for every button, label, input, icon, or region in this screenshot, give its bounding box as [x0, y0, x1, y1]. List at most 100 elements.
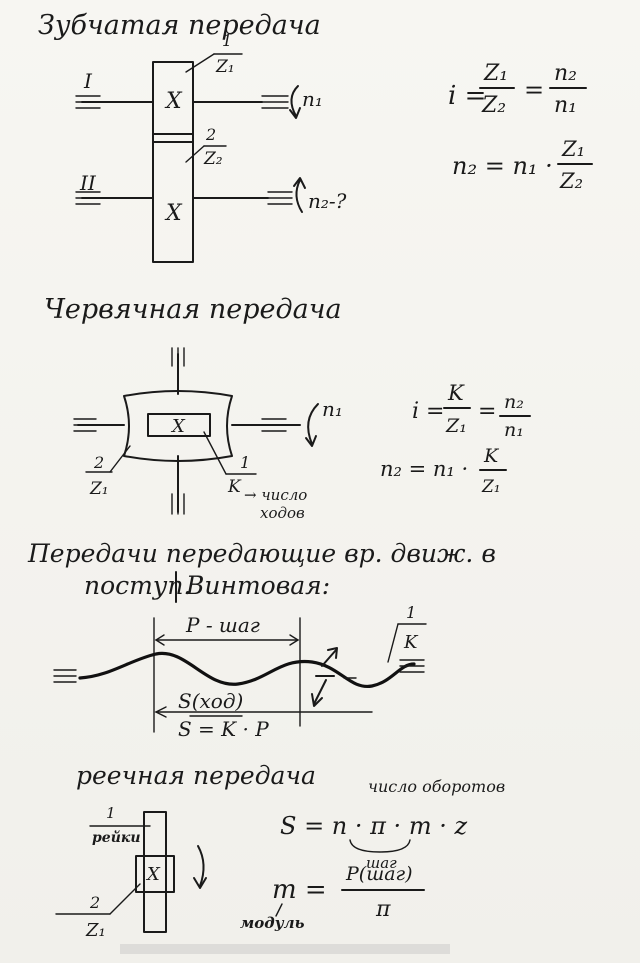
gear2-number: 2 [205, 125, 216, 144]
worm-k-note-2: ходов [260, 504, 305, 522]
nut-arrow-down [313, 679, 327, 705]
gear-section: Зубчатая передача X X I n₁ II n₂-? [38, 10, 593, 263]
pitch-label: P - шаг [185, 613, 260, 637]
worm-section: Червячная передача X n₁ 2 Z₁ [44, 294, 531, 522]
gear1-cross: X [164, 89, 183, 114]
worm-screw [147, 413, 211, 437]
shaft1-label: I [83, 69, 93, 93]
rack-section: реечная передача число оборотов S = n · … [55, 761, 505, 941]
worm-k-note-1: → число [244, 486, 307, 504]
n2-label: n₂-? [308, 189, 347, 213]
gear-title: Зубчатая передача [38, 10, 321, 41]
worm-n1-arrow-head [305, 435, 317, 447]
screw-heading-2b: Винтовая: [185, 571, 330, 600]
rack-number: 1 [106, 804, 116, 822]
screw-number: 1 [406, 603, 416, 622]
worm-k-label: K [227, 477, 242, 497]
worm-vbearing-bottom [171, 493, 185, 515]
svg-text:K: K [483, 445, 500, 467]
rack-step-brace [349, 839, 411, 853]
svg-text:n₂ = n₁ ·: n₂ = n₁ · [380, 457, 468, 481]
svg-text:n₂: n₂ [504, 391, 524, 413]
worm-speed-formula: n₂ = n₁ · K Z₁ [380, 445, 507, 497]
screw-bearing-left [53, 669, 77, 683]
nut-arrow-up [321, 649, 337, 667]
gear-body [152, 61, 194, 263]
rack-rotation-arrow-head [193, 877, 207, 889]
worm-wheel-housing [123, 390, 233, 462]
svg-text:Z₁: Z₁ [483, 61, 508, 86]
stroke-arrow-left [154, 706, 167, 718]
screw-heading-2a: поступ. [84, 571, 191, 600]
worm-vbearing-top [171, 347, 185, 367]
nut-arrow-up-head [327, 647, 338, 659]
shaft1-bearing-right [261, 95, 289, 109]
svg-text:i =: i = [448, 81, 486, 111]
module-note: модуль [240, 914, 305, 932]
rack-title: реечная передача [76, 761, 316, 790]
rack-turns-note: число оборотов [368, 777, 505, 796]
svg-text:n₁: n₁ [554, 93, 577, 118]
n1-label: n₁ [302, 87, 323, 111]
screw-bearing-right [399, 659, 425, 673]
svg-text:n₂: n₂ [554, 61, 577, 86]
worm-gear-leader [109, 445, 131, 473]
worm-gear-number: 2 [93, 453, 104, 472]
worm-cross: X [170, 416, 186, 437]
shaft2-label: II [79, 171, 97, 195]
worm-hbearing-right [261, 418, 287, 432]
pinion-number: 2 [89, 893, 100, 912]
module-note-arrow [275, 903, 283, 917]
nut-arrow-down-head [311, 693, 323, 707]
worm-ratio-formula: i = K Z₁ = n₂ n₁ [412, 381, 531, 441]
svg-text:n₁: n₁ [504, 419, 524, 441]
svg-text:Z₁: Z₁ [561, 137, 585, 161]
svg-text:Z₂: Z₂ [559, 169, 583, 193]
gear-speed-formula: n₂ = n₁ · Z₁ Z₂ [452, 137, 593, 193]
screw-formula: S = K · P [178, 717, 269, 741]
bottom-smudge [120, 944, 450, 954]
gear1-number: 1 [222, 31, 232, 50]
gear2-cross: X [164, 201, 183, 226]
screw-section: Передачи передающие вр. движ. в поступ. … [27, 539, 496, 741]
rack-cross: X [145, 864, 161, 885]
rack-rotation-arrow [197, 845, 205, 887]
module-lhs: m = [272, 875, 327, 905]
shaft2-bearing-right [267, 191, 293, 205]
gear1-leader [185, 53, 215, 73]
pitch-arrow-left [154, 634, 165, 646]
worm-screw-leader [203, 431, 227, 475]
pitch-arrow-right [289, 634, 300, 646]
pinion-leader [109, 883, 141, 915]
module-den: π [375, 897, 391, 922]
rack-label: рейки [92, 829, 141, 846]
n2-rotation-arrow [295, 179, 303, 213]
rack-s-formula: S = n · π · m · z [280, 812, 467, 840]
shaft2-bearing-left [75, 191, 101, 205]
svg-text:K: K [447, 381, 465, 405]
n2-arrow-head [293, 177, 306, 189]
rack-pinion [135, 855, 175, 893]
n1-arrow-head [289, 107, 301, 119]
worm-n1-label: n₁ [322, 397, 343, 421]
svg-text:=: = [524, 76, 544, 104]
gear2-teeth: Z₂ [203, 149, 223, 169]
rack-step-note: шаг [366, 854, 397, 872]
svg-text:=: = [478, 399, 496, 424]
gear-ratio-formula: i = Z₁ Z₂ = n₂ n₁ [448, 61, 587, 118]
pinion-teeth: Z₁ [85, 920, 106, 941]
screw-leader [387, 623, 399, 663]
worm-screw-number: 1 [240, 453, 250, 472]
screw-heading-1: Передачи передающие вр. движ. в [27, 539, 496, 568]
svg-text:n₂ = n₁ ·: n₂ = n₁ · [452, 152, 553, 180]
worm-gear-teeth: Z₁ [89, 479, 109, 499]
module-num: P(шаг) [345, 863, 413, 885]
svg-text:i =: i = [412, 399, 444, 424]
svg-text:Z₂: Z₂ [481, 93, 506, 118]
svg-text:Z₁: Z₁ [445, 415, 467, 437]
gear2-leader [185, 145, 205, 163]
worm-n1-arrow [307, 403, 319, 445]
rack-bar [143, 811, 167, 933]
svg-text:Z₁: Z₁ [481, 477, 501, 497]
